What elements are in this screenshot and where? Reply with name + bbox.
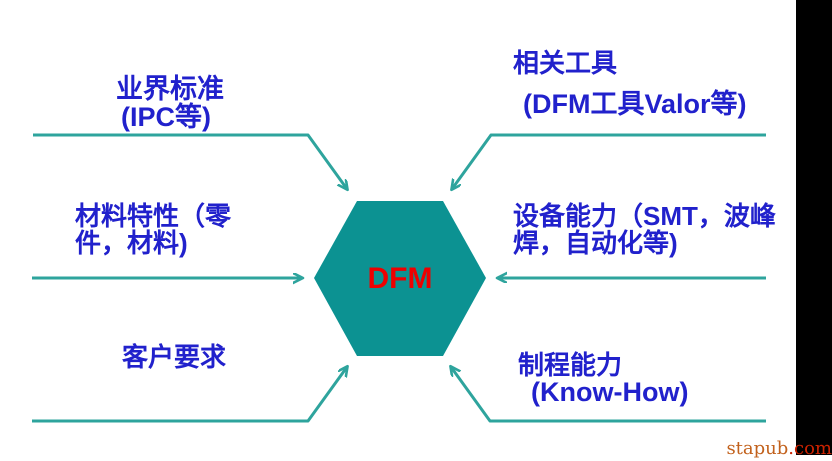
node-industry-standards-line2: (IPC等) — [121, 102, 211, 132]
node-equipment-capability: 设备能力（SMT，波峰 焊，自动化等) — [513, 203, 776, 257]
watermark: stapub.com — [726, 438, 832, 460]
arrow-process-capability — [451, 367, 766, 423]
node-material-properties-line2: 件，材料) — [75, 228, 188, 258]
watermark-prefix: stapub — [726, 438, 789, 459]
node-industry-standards-line1: 业界标准 — [116, 74, 224, 104]
hexagon-center-label: DFM — [367, 262, 433, 295]
node-material-properties-line1: 材料特性（零 — [75, 201, 232, 231]
node-customer-requirements: 客户要求 — [122, 342, 227, 372]
dfm-hexagon — [314, 201, 486, 356]
arrow-industry-standards — [33, 133, 347, 189]
node-related-tools-line2: (DFM工具Valor等) — [523, 89, 747, 119]
watermark-suffix: .com — [788, 438, 832, 459]
node-related-tools-line1: 相关工具 — [513, 48, 618, 78]
node-material-properties: 材料特性（零 件，材料) — [75, 203, 231, 257]
node-equipment-capability-line2: 焊，自动化等) — [513, 228, 678, 258]
node-process-capability-line1: 制程能力 — [518, 350, 623, 380]
right-black-bar — [796, 0, 832, 455]
node-equipment-capability-line1: 设备能力（SMT，波峰 — [513, 201, 776, 231]
node-process-capability-line2: (Know-How) — [531, 377, 689, 407]
arrow-customer-requirements — [32, 367, 347, 423]
arrow-related-tools — [452, 133, 766, 189]
node-industry-standards: 业界标准 (IPC等) — [116, 75, 224, 131]
